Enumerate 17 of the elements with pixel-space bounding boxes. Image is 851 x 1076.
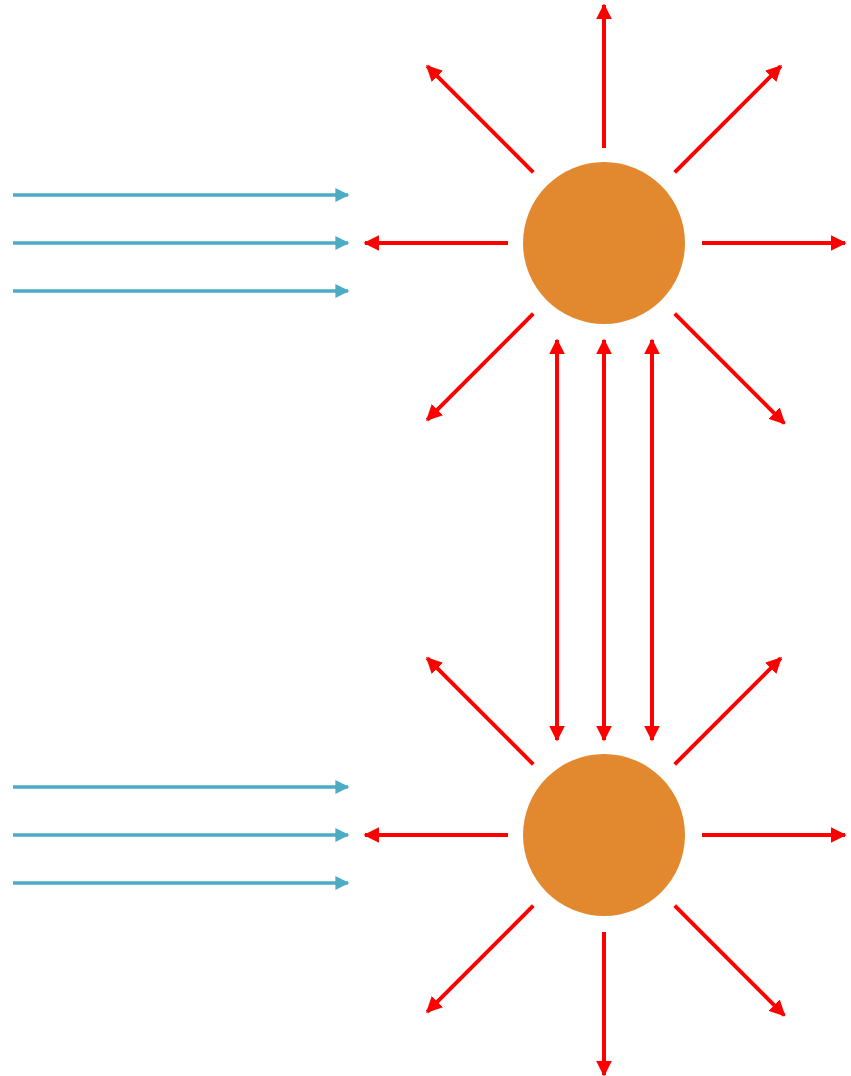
arrow (425, 656, 535, 766)
arrow (363, 827, 508, 843)
arrow (425, 904, 535, 1014)
arrow (596, 932, 612, 1076)
arrow (596, 338, 612, 742)
arrow (596, 3, 612, 148)
arrow (673, 656, 783, 766)
arrow (425, 312, 535, 422)
arrow (702, 827, 847, 843)
arrow (702, 235, 847, 251)
arrow (644, 338, 660, 742)
arrow (425, 64, 535, 174)
arrow (549, 338, 565, 742)
arrow (673, 312, 786, 425)
arrow (363, 235, 508, 251)
arrow (673, 64, 783, 174)
arrow (673, 904, 786, 1017)
